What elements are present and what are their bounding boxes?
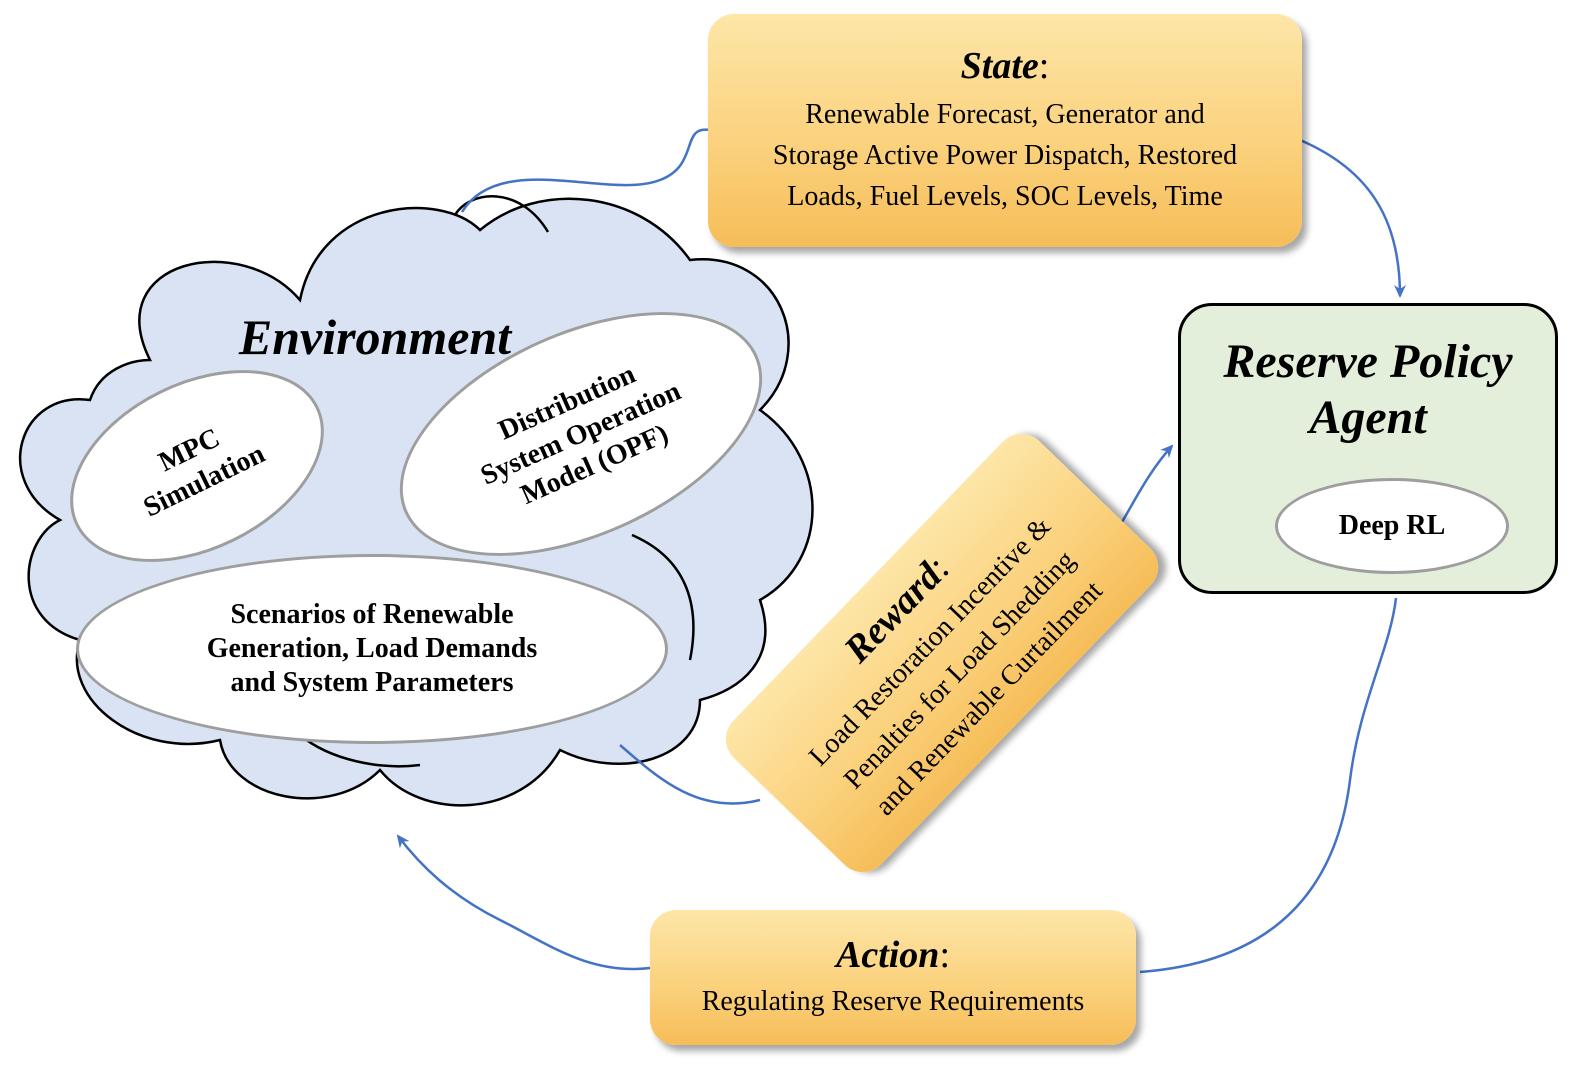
connector-agent-to-action	[1139, 597, 1398, 974]
action-colon: :	[939, 934, 951, 976]
action-line-1: Regulating Reserve Requirements	[701, 986, 1085, 1017]
state-line-3: Loads, Fuel Levels, SOC Levels, Time	[787, 181, 1223, 212]
state-colon: :	[1038, 45, 1050, 87]
scenarios-line-1: Scenarios of Renewable	[230, 599, 514, 630]
cloud-lobe-arc	[631, 533, 695, 661]
agent-title-line-1: Reserve Policy	[1223, 335, 1513, 388]
action-box: Action: Regulating Reserve Requirements	[650, 910, 1136, 1045]
reserve-policy-agent-box: Reserve Policy Agent Deep RL	[1178, 303, 1558, 594]
action-title: Action	[835, 934, 940, 976]
state-box: State: Renewable Forecast, Generator and…	[708, 14, 1302, 247]
connector-environment-to-reward	[619, 744, 761, 805]
cloud-lobe-arc	[453, 195, 550, 233]
state-title: State	[960, 45, 1039, 87]
arrow-action-to-environment	[396, 834, 651, 971]
scenarios-line-2: Generation, Load Demands	[206, 633, 538, 664]
arrow-state-to-agent	[1299, 138, 1406, 298]
environment-title: Environment	[238, 309, 512, 365]
agent-title-line-2: Agent	[1309, 391, 1427, 444]
arrow-reward-to-agent	[1120, 444, 1174, 523]
state-line-1: Renewable Forecast, Generator and	[805, 99, 1205, 130]
scenarios-line-3: and System Parameters	[230, 667, 514, 698]
scenarios-oval: Scenarios of Renewable Generation, Load …	[76, 554, 668, 744]
deep-rl-oval: Deep RL	[1275, 478, 1509, 574]
agent-title: Reserve Policy Agent	[1181, 334, 1555, 446]
cloud-lobe-arc	[299, 734, 421, 768]
connector-environment-to-state	[460, 128, 711, 213]
state-line-2: Storage Active Power Dispatch, Restored	[772, 140, 1238, 171]
